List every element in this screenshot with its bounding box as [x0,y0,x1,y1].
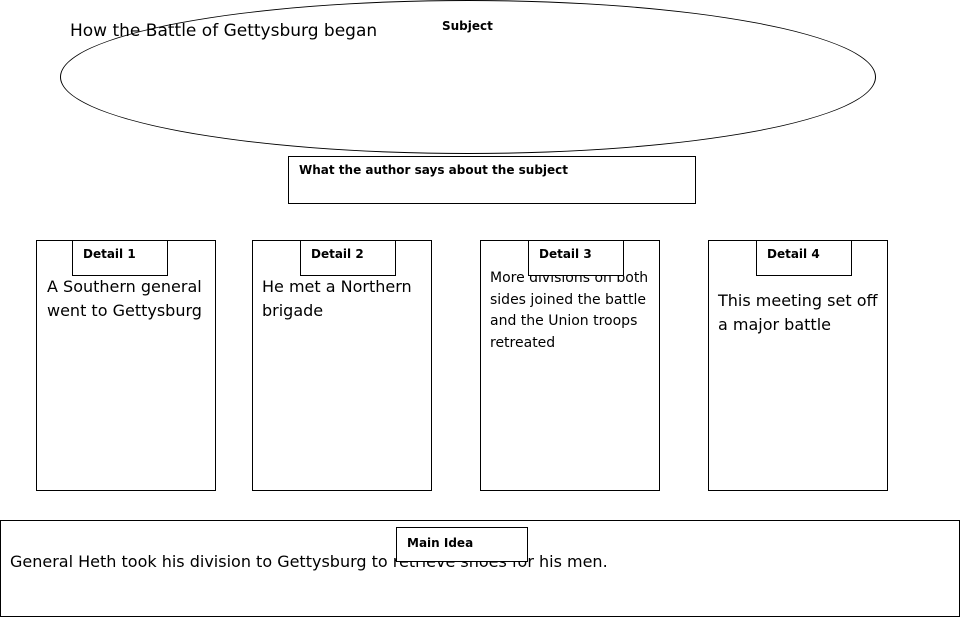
detail-4-text: This meeting set off a major battle [718,291,878,334]
detail-4-label: Detail 4 [767,247,820,261]
detail-2-tab: Detail 2 [300,240,396,276]
detail-3-tab: Detail 3 [528,240,624,276]
detail-2-text: He met a Northern brigade [262,277,412,320]
detail-1-text: A Southern general went to Gettysburg [47,277,202,320]
subject-text: How the Battle of Gettysburg began [70,21,378,41]
main-idea-tab: Main Idea [396,527,528,562]
subject-ellipse [60,0,876,154]
author-says-box: What the author says about the subject [288,156,696,204]
detail-4-tab: Detail 4 [756,240,852,276]
detail-1-label: Detail 1 [83,247,136,261]
main-idea-label: Main Idea [407,536,474,550]
detail-1-tab: Detail 1 [72,240,168,276]
detail-4-box [708,240,888,491]
detail-2-label: Detail 2 [311,247,364,261]
detail-3-label: Detail 3 [539,247,592,261]
detail-3-text: More divisions on both sides joined the … [490,270,649,351]
subject-label: Subject [442,19,493,33]
author-says-label: What the author says about the subject [299,163,569,177]
